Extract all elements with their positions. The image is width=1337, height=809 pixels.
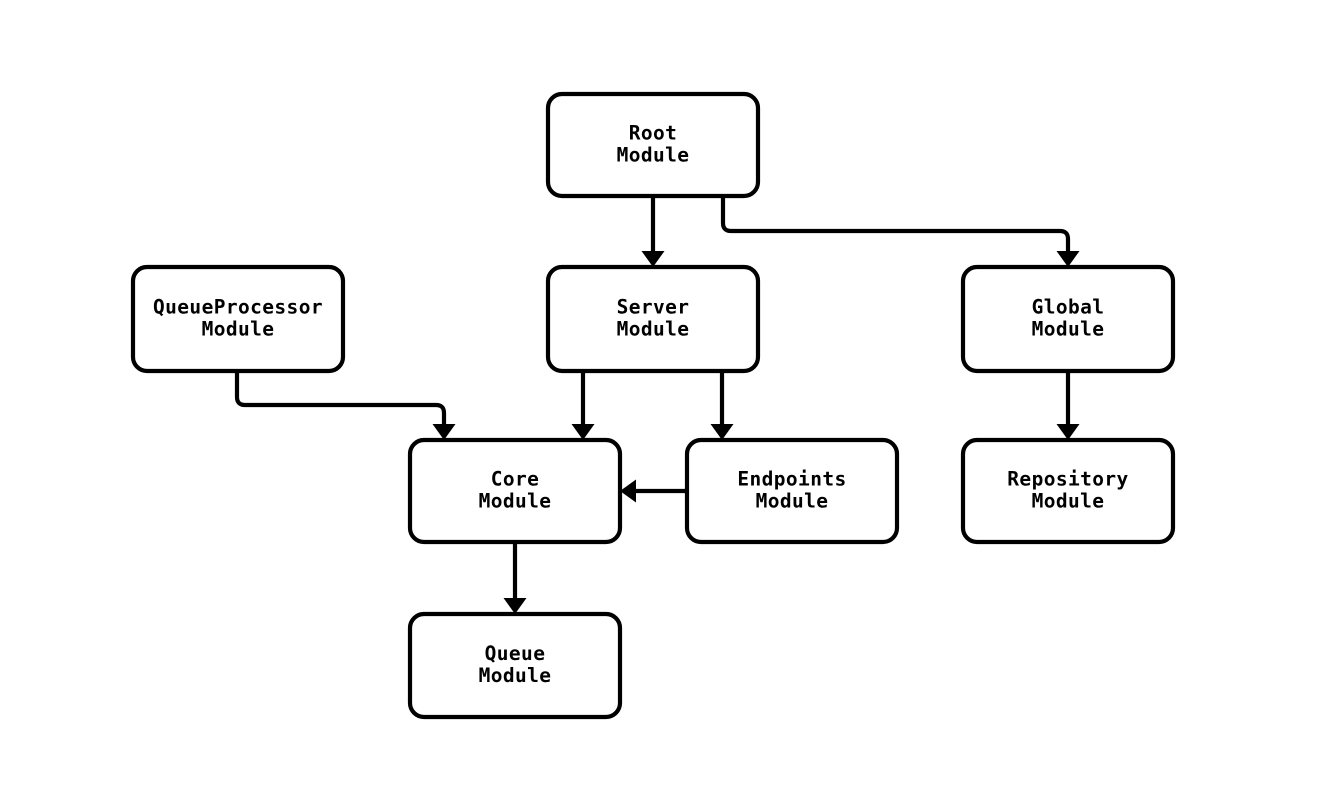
node-label-line2: Module — [1032, 490, 1105, 513]
edge-server-to-core — [571, 371, 595, 440]
node-box[interactable] — [545, 91, 761, 199]
arrowhead-icon — [571, 424, 595, 440]
edge-root-to-global — [720, 196, 1080, 267]
arrowhead-icon — [641, 251, 665, 267]
node-box[interactable] — [407, 611, 623, 720]
edge-root-to-server — [641, 196, 665, 267]
node-label-line1: QueueProcessor — [153, 296, 323, 319]
edges-layer — [234, 196, 1080, 614]
node-label-line1: Root — [629, 122, 678, 145]
node-label-line2: Module — [756, 490, 829, 513]
edge-core-to-queue — [503, 542, 527, 614]
node-label-line2: Module — [479, 490, 552, 513]
node-box[interactable] — [407, 437, 623, 545]
node-box[interactable] — [130, 264, 346, 374]
arrowhead-icon — [710, 424, 734, 440]
arrowhead-icon — [1056, 424, 1080, 440]
node-box[interactable] — [684, 437, 900, 545]
arrowhead-icon — [503, 598, 527, 614]
edge-endpoints-to-core — [620, 479, 687, 503]
node-label-line2: Module — [202, 318, 275, 341]
node-label-line2: Module — [479, 664, 552, 687]
node-label-line2: Module — [617, 318, 690, 341]
edge-server-to-endpoints — [710, 371, 734, 440]
node-label-line2: Module — [1032, 318, 1105, 341]
node-box[interactable] — [960, 437, 1176, 545]
edge-line — [720, 196, 1071, 252]
nodes-layer: RootModuleQueueProcessorModuleServerModu… — [130, 91, 1176, 720]
arrowhead-icon — [1056, 251, 1080, 267]
node-label-line1: Queue — [485, 642, 546, 665]
edge-line — [234, 371, 447, 425]
arrowhead-icon — [620, 479, 636, 503]
edge-global-to-repository — [1056, 371, 1080, 440]
edge-queueprocessor-to-core — [234, 371, 456, 440]
node-label-line1: Endpoints — [737, 468, 846, 491]
node-label-line1: Core — [491, 468, 540, 491]
node-box[interactable] — [545, 264, 761, 374]
node-box[interactable] — [960, 264, 1176, 374]
node-label-line1: Global — [1032, 296, 1105, 319]
arrowhead-icon — [432, 424, 456, 440]
node-label-line1: Server — [617, 296, 690, 319]
node-label-line1: Repository — [1007, 468, 1128, 491]
node-label-line2: Module — [617, 144, 690, 167]
